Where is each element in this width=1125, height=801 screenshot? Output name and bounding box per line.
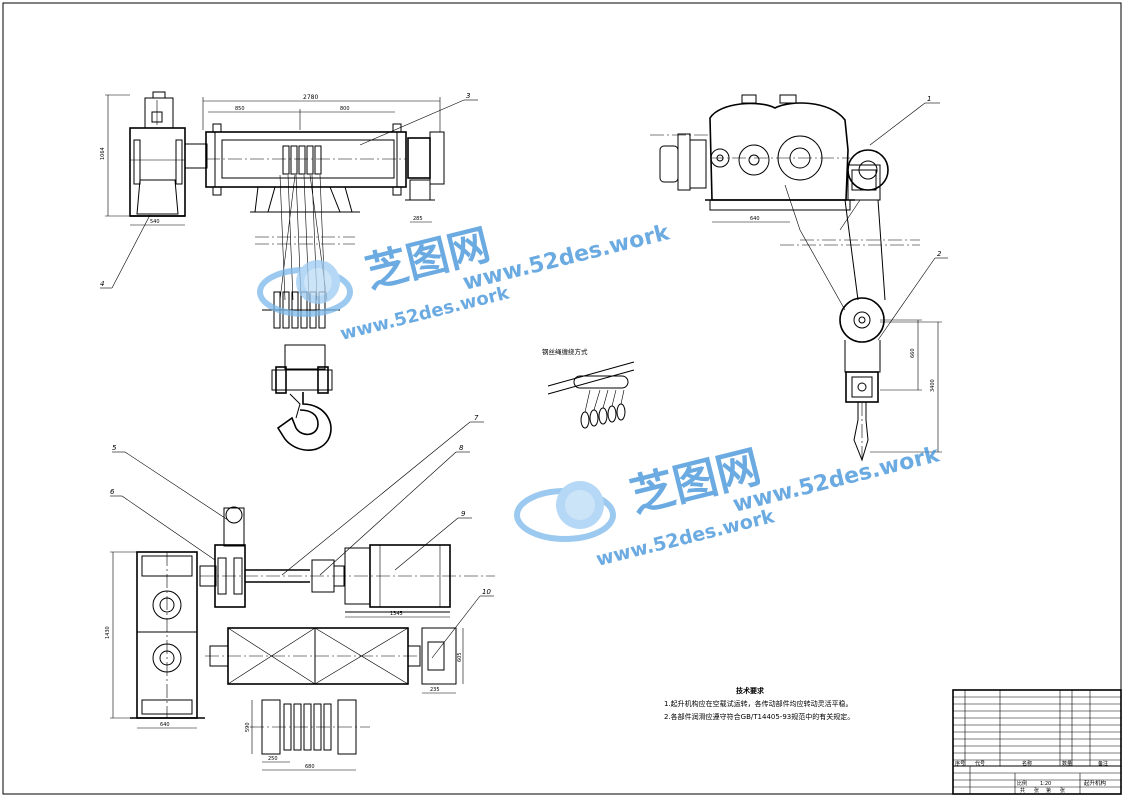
svg-text:1064: 1064	[100, 147, 106, 160]
balloon-10: 10	[482, 588, 491, 596]
tech-requirements: 技术要求 1.起升机构应在空载试运转，各传动部件均应转动灵活平稳。 2.各部件润…	[664, 686, 854, 721]
tb-meta-3: 第	[1046, 787, 1051, 794]
svg-text:1430: 1430	[105, 626, 111, 639]
svg-text:850: 850	[235, 106, 245, 112]
svg-text:680: 680	[305, 764, 315, 770]
svg-text:605: 605	[457, 652, 463, 662]
watermark-globe-icon-2	[514, 481, 616, 542]
tb-scale-value: 1:20	[1040, 781, 1051, 787]
balloon-6: 6	[110, 488, 115, 496]
tb-scale-label: 比例	[1017, 780, 1027, 787]
balloon-2: 2	[937, 250, 942, 258]
tb-meta-4: 张	[1060, 787, 1065, 794]
watermark-globe-icon	[257, 260, 353, 317]
svg-text:640: 640	[750, 216, 760, 222]
tech-title: 技术要求	[736, 686, 765, 695]
watermark-top: 芝图网 www.52des.work www.52des.work	[257, 220, 673, 345]
svg-text:250: 250	[268, 756, 278, 762]
rope-winding-label: 钢丝绳缠绕方式	[542, 347, 588, 356]
balloon-1: 1	[927, 95, 931, 103]
balloon-7: 7	[474, 414, 479, 422]
svg-text:1345: 1345	[390, 611, 403, 617]
side-dims: 640 660 3400	[712, 216, 942, 453]
side-view	[650, 94, 920, 462]
svg-text:800: 800	[340, 106, 350, 112]
svg-text:540: 540	[150, 219, 160, 225]
tb-code: 代号	[975, 760, 985, 767]
balloon-labels: 3 4 1 2 5 6 7 8 9 10	[100, 92, 942, 596]
tb-name: 名称	[1022, 760, 1032, 767]
tb-drawing-name: 起升机构	[1084, 779, 1107, 787]
balloon-4: 4	[100, 280, 104, 288]
svg-text:3400: 3400	[930, 379, 936, 392]
svg-text:590: 590	[245, 722, 251, 732]
tb-seq: 序号	[955, 760, 965, 767]
plan-dims: 1430 640 1345 235 605 250 680 590	[105, 551, 464, 771]
watermark-url-below: www.52des.work	[338, 282, 512, 345]
tech-item-2: 2.各部件润滑应遵守符合GB/T14405-93规范中的有关规定。	[664, 712, 854, 721]
rope-winding-detail: 钢丝绳缠绕方式	[542, 347, 635, 429]
tech-item-1: 1.起升机构应在空载试运转，各传动部件均应转动灵活平稳。	[664, 699, 853, 708]
tb-meta-1: 共	[1020, 787, 1025, 794]
watermark-url-below-2: www.52des.work	[594, 505, 777, 571]
tb-qty: 数量	[1062, 760, 1072, 767]
watermark-center: 芝图网 www.52des.work www.52des.work	[514, 441, 943, 571]
svg-text:640: 640	[160, 722, 170, 728]
leaders	[100, 99, 948, 659]
svg-text:2780: 2780	[303, 94, 318, 101]
balloon-3: 3	[466, 92, 470, 100]
svg-text:235: 235	[430, 687, 440, 693]
front-dims: 2780 850 800 1064 540 285	[100, 94, 441, 226]
balloon-9: 9	[461, 510, 466, 518]
balloon-8: 8	[459, 444, 464, 452]
title-block: 序号 代号 名称 数量 备注 比例 1:20 起升机构 共 张 第 张	[952, 689, 1122, 795]
plan-view	[130, 506, 495, 755]
svg-text:285: 285	[413, 216, 423, 222]
balloon-5: 5	[112, 444, 117, 452]
svg-text:660: 660	[910, 348, 916, 358]
tb-remark: 备注	[1098, 760, 1108, 767]
tb-meta-2: 张	[1034, 787, 1039, 794]
